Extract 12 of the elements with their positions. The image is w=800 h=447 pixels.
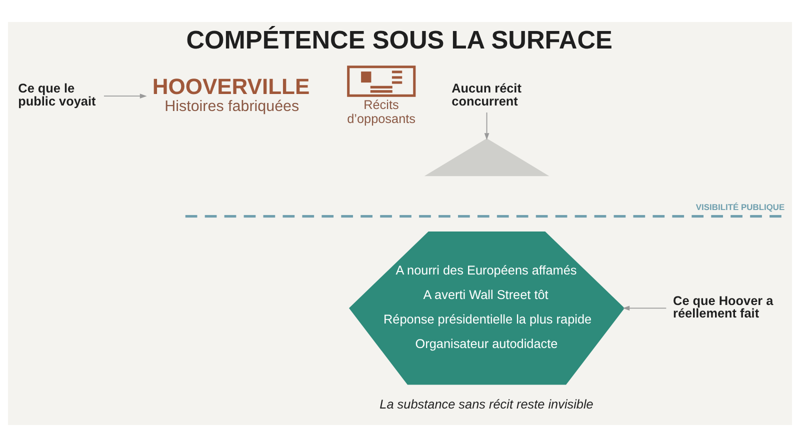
node-triangle: [424, 138, 550, 176]
node-text: Aucun récit concurrent: [452, 82, 522, 108]
diagram-title: COMPÉTENCE SOUS LA SURFACE: [186, 26, 612, 54]
label: Récits d’opposants: [347, 98, 416, 126]
label: VISIBILITÉ PUBLIQUE: [696, 202, 785, 212]
arrow: [622, 306, 667, 311]
node-text: Ce que le public voyait: [18, 82, 96, 108]
arrow: [484, 112, 490, 140]
node-text: HOOVERVILLE Histoires fabriquées: [152, 74, 310, 115]
node-text: Ce que Hoover a réellement fait: [673, 294, 774, 320]
caption: La substance sans récit reste invisible: [380, 397, 594, 412]
arrow: [104, 94, 147, 99]
